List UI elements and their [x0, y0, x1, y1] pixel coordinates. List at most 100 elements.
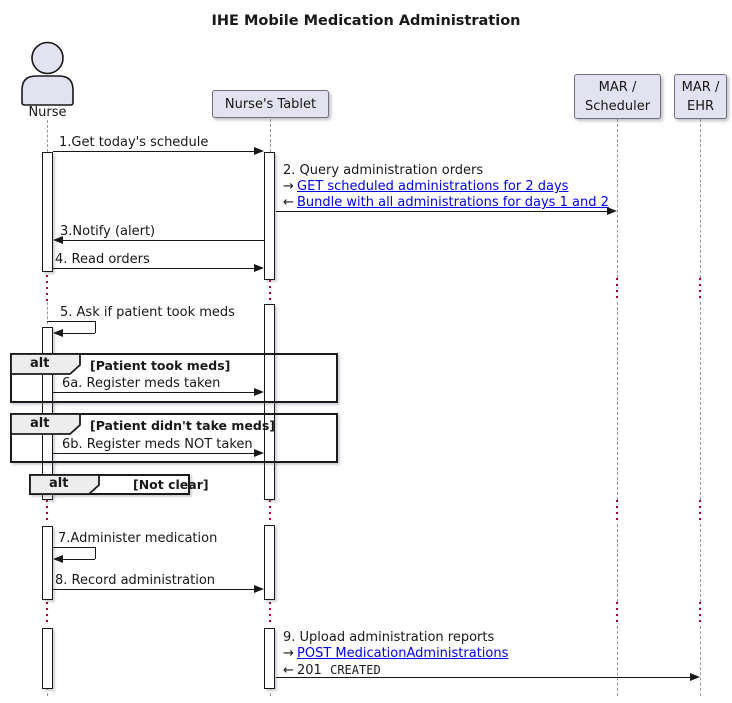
arrowhead-right-icon: [607, 207, 617, 215]
message-3-arrow: [63, 240, 264, 241]
participant-box-tablet: Nurse's Tablet: [212, 90, 329, 118]
arrowhead-right-icon: [254, 147, 264, 155]
arrowhead-right-icon: [254, 449, 264, 457]
participant-box-scheduler: MAR / Scheduler: [574, 74, 661, 119]
alt-operator: alt: [30, 356, 50, 371]
delay-dots-scheduler-3: [616, 602, 618, 626]
arrowhead-right-icon: [690, 673, 700, 681]
activation-bar-nurse-4: [42, 628, 53, 689]
delay-dots-nurse-1: [46, 275, 48, 302]
message-8-label: 8. Record administration: [55, 573, 216, 588]
message-6b-arrow: [53, 453, 254, 454]
delay-dots-scheduler-2: [616, 500, 618, 524]
lifeline-nurse: [47, 120, 48, 152]
message-4-label: 4. Read orders: [55, 252, 150, 267]
lifeline-tablet: [270, 119, 271, 152]
message-9-arrow: [276, 677, 690, 678]
alt-operator-pentagon: [10, 413, 81, 435]
message-9-request-link[interactable]: POST MedicationAdministrations: [297, 646, 509, 661]
message-7-label: 7.Administer medication: [58, 531, 218, 546]
alt-operator: alt: [49, 476, 69, 491]
person-icon: [21, 41, 74, 106]
message-7-self-arrow: [53, 547, 95, 548]
request-arrow-icon: →: [283, 179, 294, 194]
arrowhead-right-icon: [254, 264, 264, 272]
lifeline-scheduler: [617, 302, 618, 500]
message-1-arrow: [53, 151, 254, 152]
message-7-self-arrow: [95, 547, 96, 559]
delay-dots-tablet-3: [269, 602, 271, 626]
lifeline-nurse: [47, 687, 48, 696]
arrowhead-left-icon: [53, 329, 63, 337]
message-9-status-code: CREATED: [330, 663, 381, 677]
participant-label-scheduler: MAR /: [598, 79, 637, 95]
activation-bar-tablet-1: [264, 152, 275, 280]
message-4-arrow: [53, 268, 254, 269]
alt-frame-1: alt [Patient took meds]: [10, 353, 338, 403]
activation-bar-tablet-4: [264, 628, 275, 689]
delay-dots-nurse-3: [46, 602, 48, 626]
participant-label-ehr: EHR: [686, 98, 715, 114]
participant-label-ehr: MAR /: [681, 79, 720, 95]
activation-bar-nurse-1: [42, 152, 53, 272]
request-arrow-icon: →: [283, 646, 294, 661]
lifeline-ehr: [700, 119, 701, 278]
delay-dots-scheduler-1: [616, 278, 618, 302]
lifeline-scheduler: [617, 119, 618, 278]
lifeline-ehr: [700, 302, 701, 500]
delay-dots-tablet-2: [269, 500, 271, 524]
message-2-request-link[interactable]: GET scheduled administrations for 2 days: [297, 179, 569, 194]
message-8-arrow: [53, 589, 254, 590]
delay-dots-tablet-1: [269, 280, 271, 302]
lifeline-tablet: [270, 687, 271, 696]
message-6a-label: 6a. Register meds taken: [62, 376, 221, 391]
arrowhead-left-icon: [53, 236, 63, 244]
message-2-block: 2. Query administration orders →GET sche…: [283, 163, 609, 211]
alt-operator: alt: [30, 416, 50, 431]
alt-guard: [Patient didn't take meds]: [90, 418, 275, 433]
message-2-arrow: [276, 211, 607, 212]
lifeline-ehr: [700, 524, 701, 602]
arrowhead-left-icon: [53, 555, 63, 563]
message-5-label: 5. Ask if patient took meds: [60, 305, 235, 320]
message-5-self-arrow: [47, 321, 95, 322]
activation-bar-nurse-3: [42, 526, 53, 600]
participant-label-nurse: Nurse: [28, 105, 67, 120]
arrowhead-right-icon: [254, 585, 264, 593]
response-arrow-icon: ←: [283, 195, 294, 210]
lifeline-ehr: [700, 626, 701, 696]
message-1-label: 1.Get today's schedule: [59, 135, 209, 150]
delay-dots-ehr-1: [699, 278, 701, 302]
message-5-self-arrow: [63, 333, 95, 334]
participant-label-tablet: Nurse's Tablet: [224, 96, 317, 112]
alt-guard: [Not clear]: [133, 477, 209, 492]
message-9-status: 201: [297, 663, 322, 678]
arrowhead-right-icon: [254, 388, 264, 396]
message-5-self-arrow: [95, 321, 96, 333]
message-6b-label: 6b. Register meds NOT taken: [62, 437, 253, 452]
message-9-label: 9. Upload administration reports: [283, 630, 495, 645]
message-2-response-link[interactable]: Bundle with all administrations for days…: [297, 195, 609, 210]
participant-box-ehr: MAR / EHR: [674, 74, 727, 119]
alt-frame-2: alt [Patient didn't take meds]: [10, 413, 338, 463]
activation-bar-tablet-3: [264, 525, 275, 600]
lifeline-scheduler: [617, 524, 618, 602]
message-7-self-arrow: [63, 559, 95, 560]
message-3-label: 3.Notify (alert): [60, 224, 156, 239]
message-9-block: 9. Upload administration reports →POST M…: [283, 630, 508, 679]
nurse-actor: [19, 40, 76, 106]
message-6a-arrow: [53, 392, 254, 393]
alt-frame-3: alt [Not clear]: [29, 474, 209, 495]
lifeline-nurse: [47, 302, 48, 324]
participant-label-scheduler: Scheduler: [584, 98, 651, 114]
alt-operator-pentagon: [29, 474, 100, 495]
alt-operator-pentagon: [10, 353, 81, 375]
response-arrow-icon: ←: [283, 663, 294, 678]
diagram-title: IHE Mobile Medication Administration: [211, 13, 521, 29]
delay-dots-ehr-3: [699, 602, 701, 626]
delay-dots-nurse-2: [46, 500, 48, 524]
lifeline-scheduler: [617, 626, 618, 696]
delay-dots-ehr-2: [699, 500, 701, 524]
message-2-label: 2. Query administration orders: [283, 163, 484, 178]
